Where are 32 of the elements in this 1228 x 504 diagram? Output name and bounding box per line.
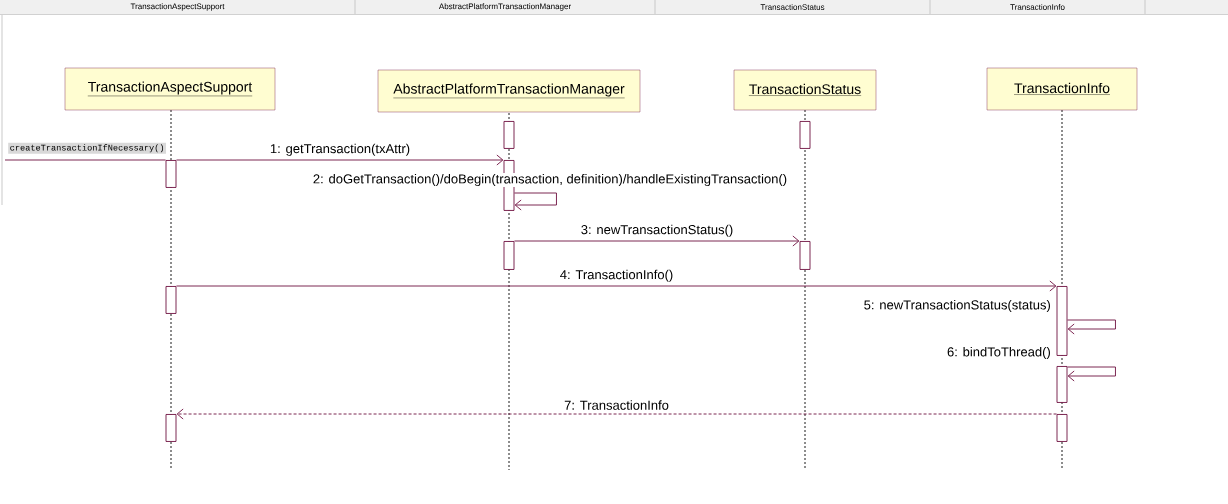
edge-label: createTransactionIfNecessary() [8,142,167,154]
return-arrow [176,408,1057,420]
activation-bar [165,414,177,442]
column-header: AbstractPlatformTransactionManager [438,3,571,11]
activation-bar [503,121,515,149]
activation-bar [1056,286,1068,356]
activation-bar [165,160,177,188]
edge-label: 3: newTransactionStatus() [581,224,733,237]
activation-bar [1056,414,1068,442]
lifeline-head: TransactionStatus [733,69,877,111]
column-header: TransactionStatus [760,4,825,10]
activation-bar [503,241,515,270]
lifeline-head: TransactionInfo [986,67,1138,111]
activation-bar [165,286,177,314]
message-arrow [176,280,1057,292]
message-arrow [514,235,800,247]
self-message-arrow [514,192,557,211]
column-header: TransactionAspectSupport [130,3,225,11]
lifeline-head: TransactionAspectSupport [64,67,276,111]
edge-label: 7: TransactionInfo [564,400,669,410]
edge-label: 4: TransactionInfo() [560,269,673,282]
activation-bar [799,121,811,149]
column-header: TransactionInfo [1010,4,1065,10]
self-message-arrow [1067,319,1116,335]
edge-label: 5: newTransactionStatus(status) [862,298,1052,314]
lifeline-head: AbstractPlatformTransactionManager [377,69,641,113]
edge-label: 1: getTransaction(txAttr) [270,143,410,156]
self-message-arrow [1067,366,1116,382]
edge-label: 6: bindToThread() [946,345,1052,361]
message-arrow [176,154,504,166]
activation-bar [799,241,811,270]
activation-bar [1056,366,1068,403]
